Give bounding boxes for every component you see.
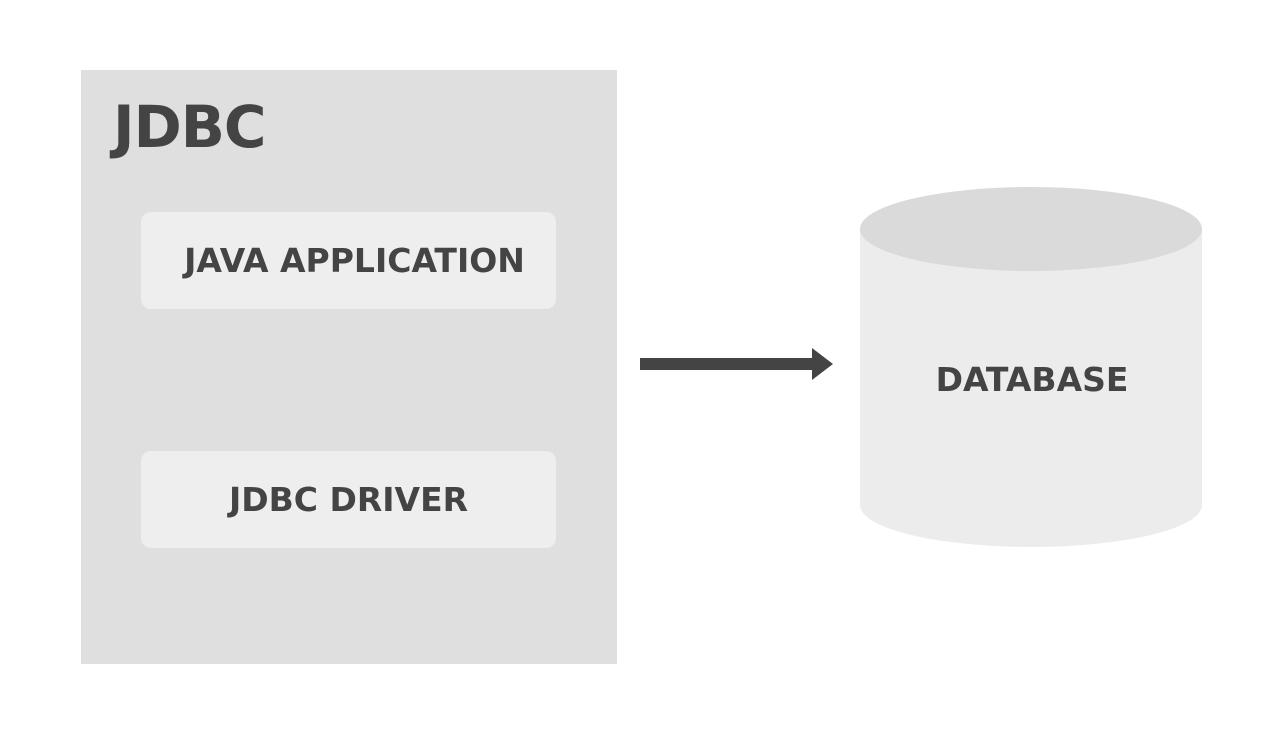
database-cylinder: [860, 187, 1202, 547]
jdbc-container-title: JDBC: [113, 93, 266, 161]
arrow-to-database: [640, 348, 833, 380]
database-label: DATABASE: [935, 360, 1129, 399]
database-body: [860, 229, 1202, 547]
jdbc-container: JDBC JAVA APPLICATION JDBC DRIVER: [81, 70, 617, 664]
arrow-shaft: [640, 358, 816, 370]
database-top: [860, 187, 1202, 271]
arrow-head: [812, 348, 833, 380]
jdbc-driver-box: JDBC DRIVER: [141, 451, 556, 548]
java-application-box: JAVA APPLICATION: [141, 212, 556, 309]
